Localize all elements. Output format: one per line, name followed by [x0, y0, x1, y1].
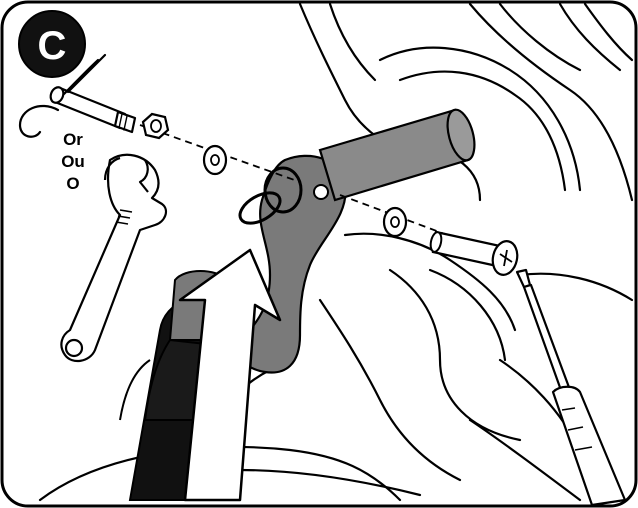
- washer-right: [384, 208, 406, 236]
- step-letter: C: [38, 24, 67, 68]
- alt-label-en: Or: [63, 130, 83, 149]
- alt-label-fr: Ou: [61, 152, 85, 171]
- lock-nut: [143, 114, 168, 138]
- washer-left: [204, 146, 226, 174]
- alt-label-es: O: [66, 174, 79, 193]
- bracket-hole: [314, 185, 328, 199]
- circle-letter-icon: C: [19, 11, 85, 77]
